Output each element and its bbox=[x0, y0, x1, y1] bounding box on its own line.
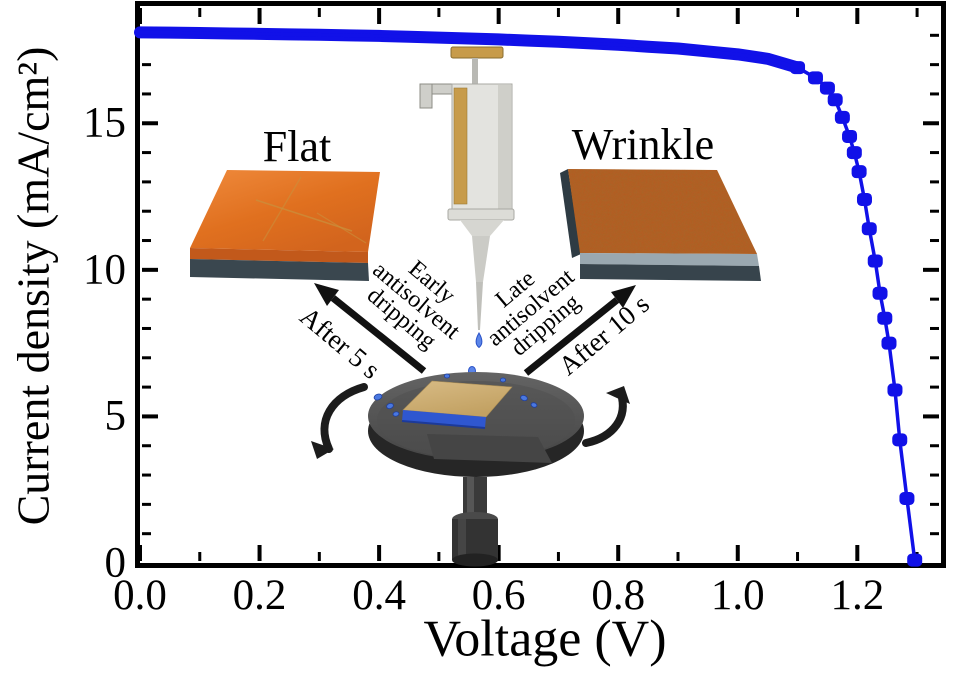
flat-film-icon bbox=[190, 170, 380, 281]
droplet bbox=[373, 393, 383, 401]
jv-data-marker bbox=[827, 93, 843, 107]
droplet bbox=[499, 377, 506, 383]
droplet bbox=[386, 402, 394, 410]
plot-frame bbox=[135, 1, 946, 568]
rotation-arrow-left-head bbox=[311, 441, 334, 459]
jv-data-marker bbox=[834, 110, 850, 124]
rotation-arrow-right bbox=[582, 390, 627, 447]
pipette-flange bbox=[447, 208, 515, 221]
wrinkle-film-label: Wrinkle bbox=[571, 120, 715, 169]
droplet bbox=[520, 394, 528, 402]
sample-shadow bbox=[427, 434, 552, 463]
left-arrow-head bbox=[314, 283, 339, 306]
y-tick-label: 10 bbox=[83, 246, 126, 294]
wrinkle-film-top-face bbox=[568, 169, 757, 254]
wrinkle-film-icon bbox=[560, 169, 761, 281]
flat-film-scratch bbox=[262, 176, 302, 242]
antisolvent-drop-at-tip bbox=[475, 332, 483, 349]
spin-coater-shaft-highlight bbox=[467, 477, 474, 521]
jv-data-marker bbox=[899, 492, 915, 506]
pipette-tip bbox=[476, 282, 483, 330]
x-tick-label: 1.0 bbox=[710, 572, 765, 619]
jv-data-marker bbox=[856, 192, 872, 206]
jv-data-marker bbox=[851, 165, 867, 179]
sample-blue-layer bbox=[402, 410, 486, 428]
flat-film-label: Flat bbox=[262, 122, 332, 171]
flat-film-front-edge bbox=[190, 248, 368, 263]
droplet bbox=[443, 373, 450, 379]
pipette-nose bbox=[460, 220, 504, 236]
rotation-arrow-right-head bbox=[606, 386, 630, 404]
x-axis-title: Voltage (V) bbox=[423, 610, 667, 668]
x-tick-label: 0.0 bbox=[113, 572, 167, 619]
jv-data-marker bbox=[819, 81, 835, 95]
jv-data-marker bbox=[807, 71, 823, 85]
jv-data-marker bbox=[872, 286, 888, 300]
pipette-plunger-rod bbox=[472, 58, 478, 86]
right-arrow-shaft bbox=[523, 297, 620, 376]
x-tick-label: 0.4 bbox=[352, 572, 406, 619]
pipette-icon bbox=[419, 46, 515, 376]
flat-film-scratch bbox=[255, 199, 353, 232]
jv-data-marker bbox=[867, 254, 883, 268]
left-arrow-shaft bbox=[330, 295, 427, 374]
pipette-shaft bbox=[472, 236, 490, 282]
jv-data-marker bbox=[877, 311, 893, 325]
wrinkle-film-substrate-dark bbox=[580, 264, 761, 281]
right-arrow-head bbox=[611, 285, 636, 308]
y-tick-label: 0 bbox=[104, 539, 127, 587]
jv-data-marker bbox=[892, 433, 908, 447]
droplet bbox=[392, 411, 400, 417]
spin-coater-icon bbox=[311, 372, 630, 567]
x-tick-label: 0.2 bbox=[232, 572, 287, 619]
sample-blue-edge bbox=[401, 420, 486, 429]
spin-coater-foot-highlight bbox=[458, 519, 466, 560]
flat-film-substrate bbox=[190, 259, 369, 281]
x-tick-label: 0.6 bbox=[471, 572, 526, 619]
pipette-volume-scale bbox=[453, 87, 468, 205]
y-tick-label: 5 bbox=[104, 392, 127, 440]
x-tick-label: 1.2 bbox=[830, 572, 885, 619]
flat-film-top-face bbox=[190, 170, 380, 252]
flat-film-scratch bbox=[316, 212, 367, 244]
early-dripping-arrow bbox=[314, 283, 427, 374]
jv-data-marker bbox=[846, 146, 862, 160]
jv-data-marker bbox=[881, 336, 897, 350]
pipette-ejector-hook bbox=[419, 83, 433, 109]
wrinkle-film-left-edge bbox=[560, 169, 581, 258]
pipette-plunger-cap bbox=[450, 46, 504, 59]
jv-data-marker bbox=[842, 129, 858, 143]
droplet bbox=[530, 402, 538, 408]
rotation-arrow-left bbox=[320, 383, 368, 453]
spin-coater-foot-bottom bbox=[452, 553, 498, 567]
x-tick-label: 0.8 bbox=[591, 572, 646, 619]
wrinkle-film-substrate-light bbox=[580, 253, 759, 266]
jv-data-marker bbox=[887, 383, 903, 397]
jv-data-marker bbox=[907, 553, 923, 567]
y-tick-label: 15 bbox=[83, 99, 126, 147]
jv-data-marker bbox=[861, 222, 877, 236]
jv-data-marker bbox=[790, 61, 806, 75]
late-dripping-arrow bbox=[523, 285, 636, 376]
pipette-body-shade bbox=[498, 85, 511, 209]
jv-curve-line bbox=[139, 30, 917, 561]
